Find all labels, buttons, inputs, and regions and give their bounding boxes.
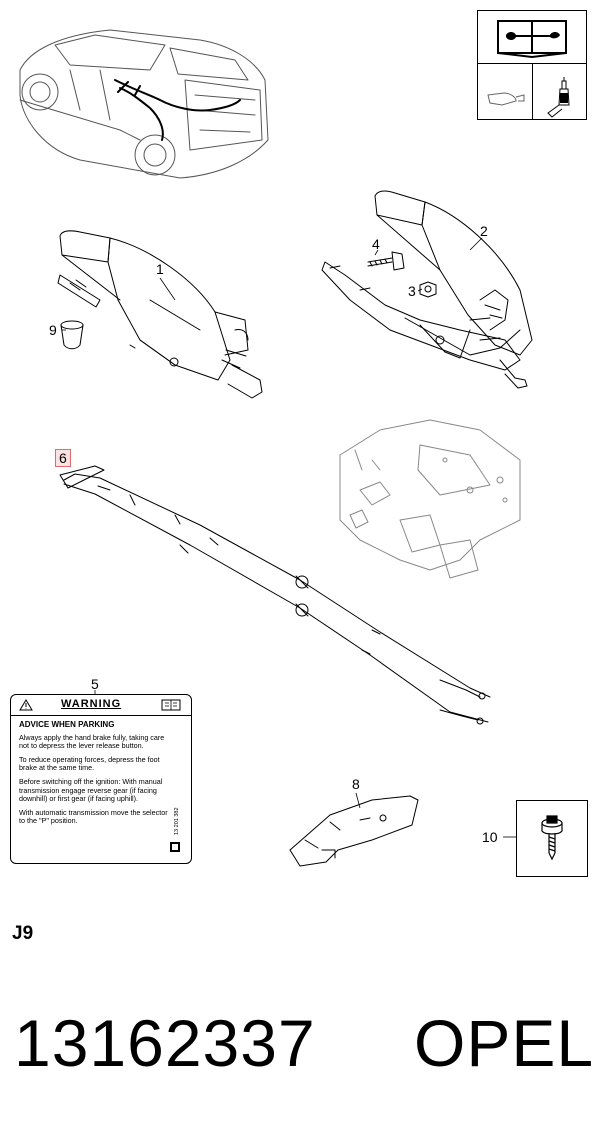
callout-3: 3 bbox=[408, 283, 416, 299]
warning-side-number: 13 201 382 bbox=[174, 807, 180, 835]
leader-line-3 bbox=[417, 288, 423, 292]
warning-paragraph-1: Always apply the hand brake fully, takin… bbox=[19, 732, 165, 751]
leader-line-2 bbox=[469, 237, 483, 251]
brake-cables-6 bbox=[59, 465, 491, 725]
bracket-8 bbox=[289, 795, 419, 867]
handbrake-lever-assembly-2 bbox=[321, 190, 533, 389]
book-icon bbox=[161, 699, 181, 711]
callout-9: 9 bbox=[49, 322, 57, 338]
plug-9 bbox=[60, 320, 84, 350]
callout-1: 1 bbox=[156, 261, 164, 277]
warning-paragraph-2: To reduce operating forces, depress the … bbox=[19, 754, 160, 773]
parts-diagram bbox=[19, 29, 533, 867]
warning-paragraph-3: Before switching off the ignition: With … bbox=[19, 776, 163, 804]
handbrake-lever-assembly-1 bbox=[57, 230, 263, 399]
pad-icon bbox=[487, 92, 525, 106]
leader-line-1 bbox=[159, 277, 176, 301]
callout-10: 10 bbox=[482, 829, 498, 845]
warning-paragraph-4: With automatic transmission move the sel… bbox=[19, 807, 168, 826]
callout-8: 8 bbox=[352, 776, 360, 792]
callout-2: 2 bbox=[480, 223, 488, 239]
leader-line-4 bbox=[374, 249, 379, 256]
label-badge-icon bbox=[170, 842, 180, 852]
brand-name: OPEL bbox=[414, 1006, 595, 1080]
screw-10 bbox=[541, 815, 563, 861]
screw-box-10 bbox=[516, 800, 588, 877]
nut-3 bbox=[419, 281, 437, 298]
floor-pan-illustration bbox=[339, 419, 521, 579]
warning-label-body: ADVICE WHEN PARKING Always apply the han… bbox=[19, 720, 169, 831]
screw-4 bbox=[367, 251, 405, 271]
callout-4: 4 bbox=[372, 236, 380, 252]
section-code: J9 bbox=[12, 923, 34, 944]
cable-routing-illustration bbox=[114, 79, 241, 141]
warning-label-5: WARNING ADVICE WHEN PARKING Always apply… bbox=[10, 694, 192, 864]
part-number: 13162337 bbox=[14, 1006, 316, 1080]
grease-tube-icon bbox=[547, 77, 570, 118]
warning-heading: ADVICE WHEN PARKING bbox=[19, 720, 115, 729]
callout-5: 5 bbox=[91, 676, 99, 692]
manual-panel bbox=[478, 11, 586, 64]
warning-triangle-icon bbox=[19, 699, 33, 711]
workshop-manual-icon bbox=[497, 20, 567, 59]
service-reference-box bbox=[477, 10, 587, 120]
warning-title: WARNING bbox=[61, 698, 122, 710]
service-box-divider bbox=[532, 63, 533, 119]
leader-line-8 bbox=[355, 792, 361, 809]
warning-label-header: WARNING bbox=[11, 695, 191, 716]
callout-6: 6 bbox=[55, 449, 71, 467]
